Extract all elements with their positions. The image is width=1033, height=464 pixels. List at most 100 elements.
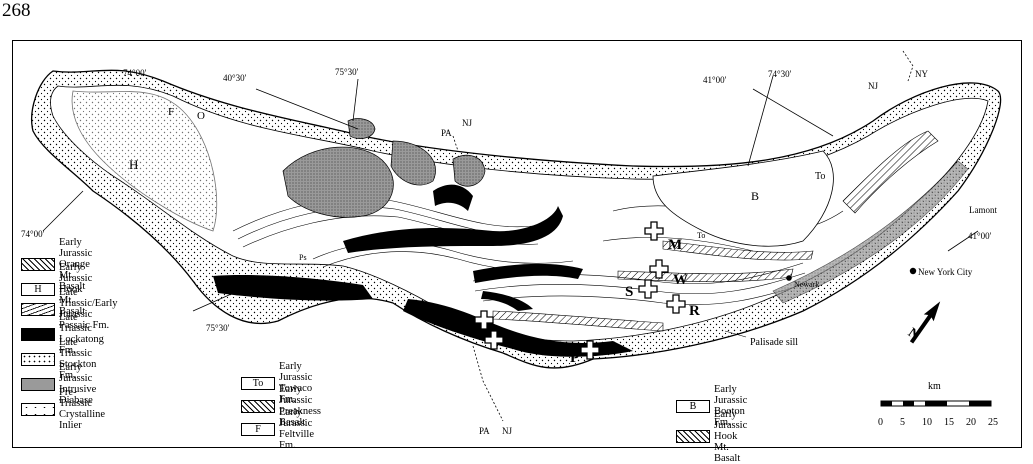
nyc-dot — [909, 267, 917, 275]
legend-line: Pre-Triassic — [59, 387, 92, 409]
coord-label: 75°30' — [206, 323, 230, 333]
formation-letter: O — [197, 110, 205, 122]
state-label: PA — [479, 426, 490, 436]
site-label: P — [570, 350, 579, 366]
legend-line: Early Jurassic — [714, 409, 748, 431]
legend-swatch: To — [241, 376, 275, 390]
diabase-blob-2 — [347, 118, 376, 139]
legend-line: Crystalline Inlier — [59, 409, 106, 431]
state-label: NY — [915, 69, 928, 79]
palisade-strip — [772, 160, 969, 304]
geologic-map: 74°00' 40°30' 75°30' 41°00' 74°30' 74°00… — [21, 50, 1002, 436]
legend-line: Lockatong Fm. — [59, 334, 104, 356]
site-label: N — [506, 333, 517, 349]
legend-line: Early Jurassic — [59, 262, 93, 284]
legend-swatch — [21, 377, 55, 391]
hook-mt-area-left — [71, 90, 218, 232]
site-label: M — [668, 237, 682, 253]
newark-dot — [786, 275, 792, 281]
legend-swatch — [676, 430, 710, 443]
site-label: R — [689, 303, 700, 319]
scale-tick: 20 — [966, 417, 976, 428]
legend-line: Early Jurassic — [279, 361, 313, 383]
formation-letter: B — [751, 189, 759, 203]
legend-line: Late Triassic/Early — [59, 287, 118, 309]
scale-graphic — [880, 400, 992, 407]
diabase-blob-3 — [452, 154, 486, 187]
palisade-leader — [724, 330, 747, 338]
state-label: PA — [441, 128, 452, 138]
legend-line: Intrusive Diabase — [59, 384, 97, 406]
place-label: Lamont — [969, 205, 997, 215]
state-label: NJ — [462, 118, 472, 128]
boonton-region — [652, 150, 834, 247]
legend-line: Early Jurassic — [279, 384, 313, 406]
place-label: Palisade sill — [750, 337, 798, 348]
legend-line: Early Jurassic — [714, 384, 748, 406]
legend-swatch: B — [676, 399, 710, 413]
legend-swatch: H — [21, 283, 55, 296]
legend-line: Early Jurassic — [59, 362, 93, 384]
diabase-blob-4 — [390, 140, 436, 186]
lockatong-bands — [213, 184, 633, 357]
coord-label: 41°00' — [968, 231, 992, 241]
coord-label: 74°30' — [768, 69, 792, 79]
site-markers — [474, 221, 686, 360]
formation-letter: Ps — [299, 253, 307, 262]
legend-swatch — [241, 399, 275, 413]
legend-line: Early Jurassic — [59, 237, 93, 259]
coordinate-lines — [42, 50, 979, 422]
place-label: Newark — [794, 280, 819, 289]
legend-swatch — [21, 258, 55, 271]
coord-label: 40°30' — [223, 73, 247, 83]
coord-label: 74°00' — [123, 68, 147, 78]
legend-line: Orange Mt. Basalt — [59, 259, 90, 292]
formation-letter: To — [697, 231, 705, 240]
scale-tick: 15 — [944, 417, 954, 428]
legend-line: Hook Mt. Basalt — [59, 284, 86, 317]
legend-swatch — [21, 402, 55, 416]
state-label: NJ — [502, 426, 512, 436]
formation-letter: F — [168, 106, 174, 118]
scale-tick: 5 — [900, 417, 905, 428]
legend-swatch — [21, 327, 55, 341]
hook-mt-hatch-right — [842, 130, 939, 214]
coord-label: 41°00' — [703, 75, 727, 85]
legend-swatch — [21, 302, 55, 316]
page-number: 268 — [2, 0, 31, 21]
site-label: T — [461, 316, 471, 332]
scale-tick: 0 — [878, 417, 883, 428]
state-label: NJ — [868, 81, 878, 91]
legend-line: Early Jurassic — [279, 407, 313, 429]
coord-label: 75°30' — [335, 67, 359, 77]
legend-swatch — [21, 352, 55, 366]
scale-tick: 25 — [988, 417, 998, 428]
legend-line: Preakness Basalt — [279, 406, 321, 428]
legend-line: Towaco Fm. — [279, 383, 313, 405]
diabase-blob-1 — [282, 146, 394, 218]
scale-tick: 10 — [922, 417, 932, 428]
north-arrow: N — [905, 301, 941, 344]
